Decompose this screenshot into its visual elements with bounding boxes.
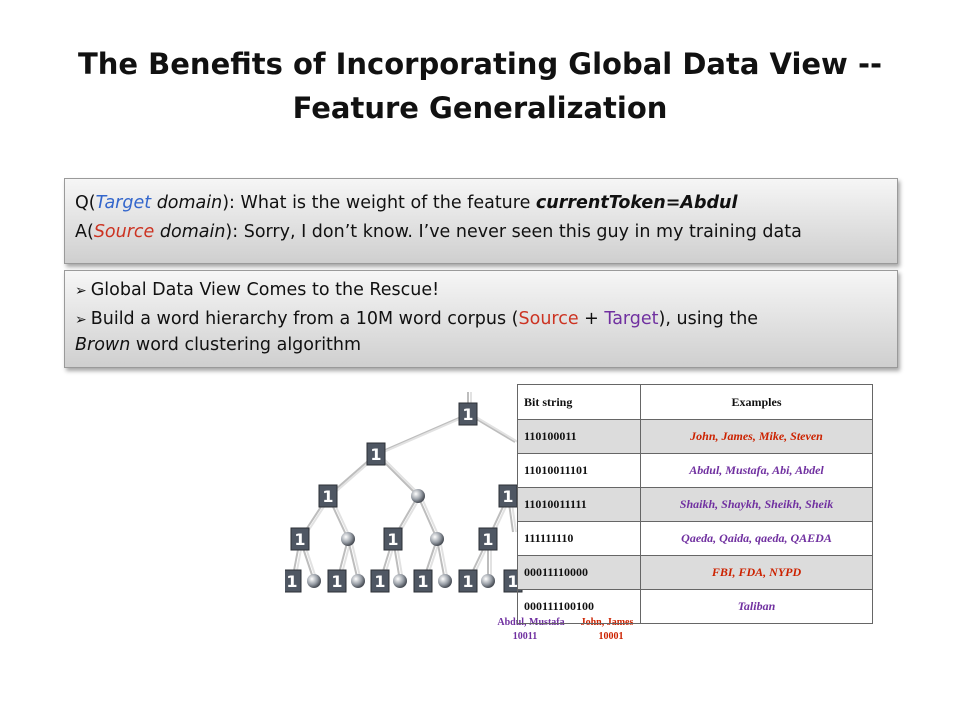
bit-string-cell: 110100011: [517, 419, 641, 454]
tree-nodes: 1 1 1 1 1 1 1 1 1 1 1 1 1: [285, 402, 523, 593]
header-bit-string: Bit string: [517, 384, 641, 420]
tree-node-one: 1: [290, 527, 310, 551]
examples-cell: Abdul, Mustafa, Abi, Abdel: [640, 453, 873, 488]
bullet-2-cont: Brown word clustering algorithm: [75, 335, 361, 355]
tree-node-label: 1: [462, 405, 473, 424]
tree-edge-shadow: [420, 495, 441, 540]
tree-node-one: 1: [383, 527, 403, 551]
tree-edge: [347, 538, 359, 582]
bit-string-cell: 111111110: [517, 521, 641, 556]
bit-string-cell: 11010011101: [517, 453, 641, 488]
arrow-bullet-icon: ➢: [75, 283, 87, 299]
q-rest: ): What is the weight of the feature: [222, 193, 536, 213]
tree-edge-shadow: [439, 538, 449, 582]
tree-node-label: 1: [322, 487, 333, 506]
tree-node-one: 1: [413, 569, 433, 593]
bullet-2-target: Target: [604, 309, 659, 329]
tree-node-one: 1: [327, 569, 347, 593]
tree-edge-shadow: [350, 538, 362, 582]
tree-leaf-ball: [351, 574, 365, 588]
tree-edge-shadow: [378, 453, 422, 497]
tree-leaf-ball: [438, 574, 452, 588]
bit-string-cell: 00011110000: [517, 555, 641, 590]
a-prefix: A(: [75, 222, 94, 242]
tree-node-label: 1: [462, 572, 473, 591]
a-domain-word: domain: [154, 222, 226, 242]
tree-node-one: 1: [370, 569, 390, 593]
bullets-box: ➢Global Data View Comes to the Rescue! ➢…: [64, 270, 898, 368]
bit-string-cell: 000111100100: [517, 589, 641, 624]
bullet-2: ➢Build a word hierarchy from a 10M word …: [75, 309, 758, 329]
q-feature: currentToken=Abdul: [535, 193, 738, 213]
q-prefix: Q(: [75, 193, 96, 213]
bullet-2-brown: Brown: [75, 335, 131, 355]
tree-node-label: 1: [374, 572, 385, 591]
tree-edge: [436, 538, 446, 582]
tree-node-one: 1: [318, 484, 338, 508]
bullet-2-plus: +: [578, 309, 605, 329]
examples-cell: Qaeda, Qaida, qaeda, QAEDA: [640, 521, 873, 556]
bullet-1: ➢Global Data View Comes to the Rescue!: [75, 280, 439, 300]
bullet-2-source: Source: [518, 309, 579, 329]
header-examples: Examples: [640, 384, 873, 420]
bit-string-cell: 11010011111: [517, 487, 641, 522]
examples-cell: John, James, Mike, Steven: [640, 419, 873, 454]
tree-node-label: 1: [370, 445, 381, 464]
tree-node-one: 1: [498, 484, 518, 508]
tree-node-label: 1: [502, 487, 513, 506]
tree-edge-shadow: [378, 413, 472, 455]
tree-leaf-ball: [393, 574, 407, 588]
tree-edge: [417, 495, 438, 540]
bullet-1-text: Global Data View Comes to the Rescue!: [90, 280, 440, 300]
table-header-row: Bit string Examples: [517, 384, 873, 420]
tree-node-label: 1: [417, 572, 428, 591]
tree-leaf-ball: [307, 574, 321, 588]
a-domain: Source: [93, 222, 155, 242]
tree-edge: [375, 413, 469, 455]
a-rest: ): Sorry, I don’t know. I’ve never seen …: [225, 222, 802, 242]
tree-leaf-ball: [341, 532, 355, 546]
bullet-2-post: ), using the: [658, 309, 759, 329]
examples-cell: Taliban: [640, 589, 873, 624]
tree-leaf-ball: [481, 574, 495, 588]
q-domain-word: domain: [151, 193, 223, 213]
examples-cell: Shaikh, Shaykh, Sheikh, Sheik: [640, 487, 873, 522]
leaf-caption-2-bits: 10001: [599, 631, 624, 642]
examples-cell: FBI, FDA, NYPD: [640, 555, 873, 590]
tree-leaf-ball: [411, 489, 425, 503]
tree-node-label: 1: [387, 530, 398, 549]
tree-node-one: 1: [366, 442, 386, 466]
tree-node-one: 1: [458, 402, 478, 426]
tree-leaf-ball: [430, 532, 444, 546]
qa-box: Q(Target domain): What is the weight of …: [64, 178, 898, 264]
tree-node-label: 1: [294, 530, 305, 549]
bullet-2-pre: Build a word hierarchy from a 10M word c…: [90, 309, 519, 329]
tree-node-one: 1: [478, 527, 498, 551]
tree-node-label: 1: [331, 572, 342, 591]
title-line-1: The Benefits of Incorporating Global Dat…: [77, 47, 883, 81]
tree-edge-shadow: [470, 413, 519, 443]
arrow-bullet-icon: ➢: [75, 312, 87, 328]
tree-node-label: 1: [482, 530, 493, 549]
title-line-2: Feature Generalization: [292, 91, 668, 125]
tree-node-one: 1: [458, 569, 478, 593]
leaf-caption-1-bits: 10011: [513, 631, 537, 642]
tree-node-one: 1: [285, 569, 302, 593]
question-line: Q(Target domain): What is the weight of …: [75, 193, 737, 213]
tree-node-label: 1: [507, 572, 518, 591]
answer-line: A(Source domain): Sorry, I don’t know. I…: [75, 222, 802, 242]
bullet-2-tail: word clustering algorithm: [130, 335, 362, 355]
tree-node-label: 1: [286, 572, 297, 591]
slide-title: The Benefits of Incorporating Global Dat…: [40, 42, 920, 130]
q-domain: Target: [95, 193, 152, 213]
